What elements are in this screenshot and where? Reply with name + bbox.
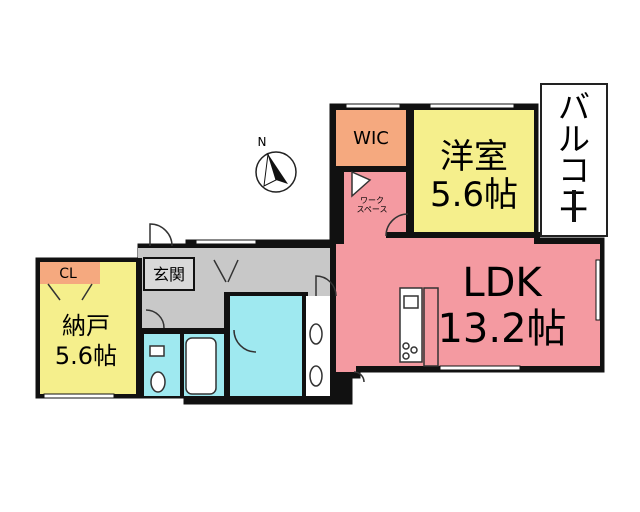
- balcony-char-3: コ: [558, 151, 590, 189]
- toilet-bowl: [150, 371, 166, 393]
- compass-needle-icon: [268, 154, 288, 184]
- toilet-tank: [149, 345, 165, 357]
- ldk-name-label: LDK: [462, 260, 543, 306]
- stove-burner-3: [402, 352, 410, 360]
- windows: [43, 103, 601, 399]
- interior-walls: [100, 104, 540, 398]
- balcony-char-2: ル: [558, 120, 590, 158]
- bedroom-room: [414, 110, 534, 232]
- work-space-label-1: ワーク: [360, 196, 384, 205]
- wic-label: WIC: [353, 128, 389, 149]
- compass-needle-outline: [263, 153, 277, 187]
- storeroom-name-label: 納戸: [62, 312, 110, 340]
- work-space-label-2: スペース: [356, 205, 387, 214]
- bathtub: [185, 337, 217, 395]
- kitchen-backsplash: [423, 287, 439, 367]
- balcony-long-vowel-mark: [572, 190, 576, 222]
- hall-closet-doors: [213, 259, 239, 283]
- closet-room: [40, 262, 100, 284]
- entrance-area: [143, 257, 195, 291]
- wash-door: [233, 329, 257, 353]
- front-door: [149, 223, 173, 247]
- wic-room: [336, 110, 406, 166]
- stove-burner-2: [410, 346, 418, 354]
- wic-door: [351, 170, 372, 198]
- compass-north-label: N: [258, 135, 267, 149]
- bedroom-door: [385, 213, 409, 237]
- bedroom-name-label: 洋室: [440, 137, 508, 177]
- fixtures: [149, 287, 439, 395]
- kitchen-sink: [403, 295, 419, 309]
- toilet-door: [145, 309, 165, 329]
- exterior-door: [353, 371, 365, 383]
- closet-label: CL: [59, 266, 77, 282]
- balcony-char-1: バ: [558, 88, 590, 126]
- closet-doors: [47, 283, 93, 301]
- storeroom-size-label: 5.6帖: [55, 342, 117, 370]
- ldk-door: [315, 275, 337, 297]
- ldk-upper-strip: [344, 236, 534, 246]
- washing-machine: [309, 365, 323, 387]
- washbasin: [309, 323, 323, 345]
- entrance-label: 玄関: [153, 265, 185, 284]
- compass: N: [255, 135, 297, 193]
- ldk-size-label: 13.2帖: [437, 306, 566, 352]
- doors: [47, 170, 409, 383]
- stove-burner-1: [402, 342, 410, 350]
- washroom: [230, 296, 304, 396]
- bedroom-size-label: 5.6帖: [430, 175, 518, 215]
- balcony-label: バ ル コ ニ: [558, 88, 590, 222]
